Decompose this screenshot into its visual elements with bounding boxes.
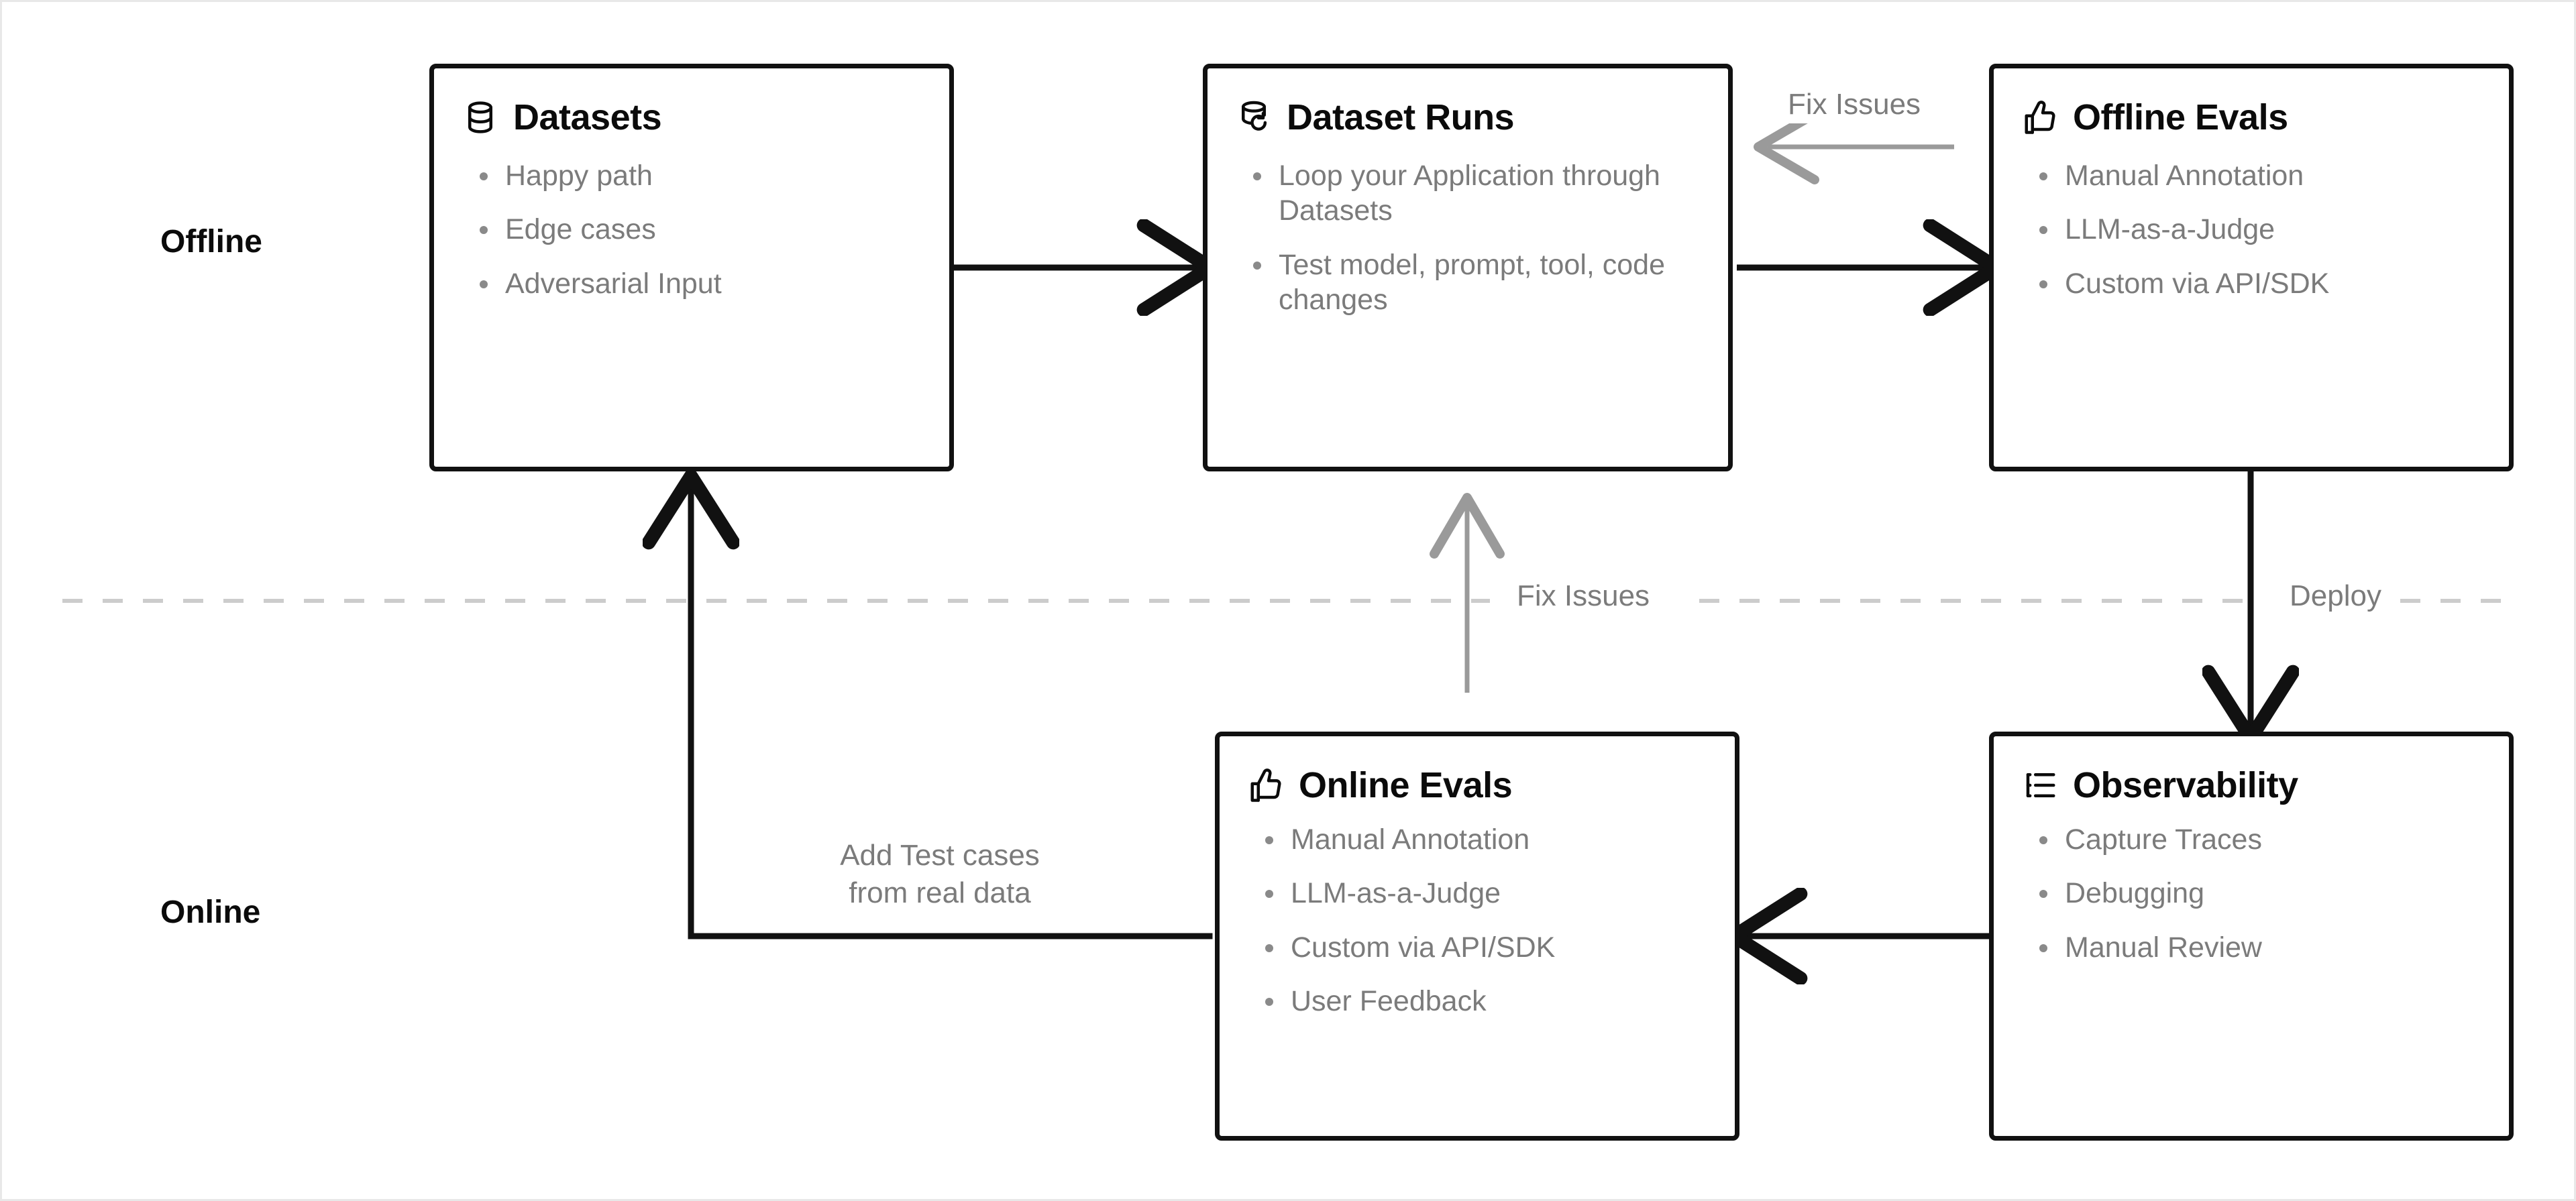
node-offline-evals[interactable]: Offline Evals Manual Annotation LLM-as-a… (1989, 64, 2514, 471)
node-datasets[interactable]: Datasets Happy path Edge cases Adversari… (429, 64, 954, 471)
node-dataset-runs-bullets: Loop your Application through Datasets T… (1208, 158, 1728, 318)
node-observability-header: Observability (1994, 736, 2509, 806)
list-item: LLM-as-a-Judge (1261, 876, 1704, 911)
list-item: Manual Annotation (1261, 822, 1704, 857)
list-item: Edge cases (476, 212, 918, 247)
node-online-evals[interactable]: Online Evals Manual Annotation LLM-as-a-… (1215, 732, 1739, 1141)
edge-label-deploy: Deploy (2277, 577, 2394, 616)
list-item: Happy path (476, 158, 918, 193)
thumbs-up-icon (1248, 767, 1284, 803)
zone-label-online: Online (160, 895, 261, 930)
node-datasets-header: Datasets (434, 68, 949, 138)
list-item: Adversarial Input (476, 266, 918, 301)
database-icon (462, 99, 498, 135)
zone-label-offline: Offline (160, 224, 262, 260)
list-item: Test model, prompt, tool, code changes (1249, 247, 1681, 318)
edge-label-fix-issues-top: Fix Issues (1776, 86, 1933, 124)
node-observability-title: Observability (2073, 765, 2298, 805)
node-online-evals-bullets: Manual Annotation LLM-as-a-Judge Custom … (1220, 822, 1735, 1019)
list-item: Custom via API/SDK (1261, 930, 1704, 965)
node-dataset-runs[interactable]: Dataset Runs Loop your Application throu… (1203, 64, 1733, 471)
node-online-evals-title: Online Evals (1299, 765, 1513, 805)
list-item: Debugging (2035, 876, 2478, 911)
node-observability-bullets: Capture Traces Debugging Manual Review (1994, 822, 2509, 965)
node-datasets-bullets: Happy path Edge cases Adversarial Input (434, 158, 949, 301)
list-item: LLM-as-a-Judge (2035, 212, 2478, 247)
edge-label-add-test-cases-line-1: Add Test cases (840, 839, 1040, 872)
list-item: Manual Review (2035, 930, 2478, 965)
node-offline-evals-title: Offline Evals (2073, 97, 2288, 137)
node-datasets-title: Datasets (513, 97, 662, 137)
list-item: User Feedback (1261, 984, 1704, 1019)
list-item: Capture Traces (2035, 822, 2478, 857)
node-offline-evals-header: Offline Evals (1994, 68, 2509, 138)
edge-label-add-test-cases: Add Test cases from real data (816, 837, 1064, 913)
list-tree-icon (2022, 767, 2058, 803)
database-refresh-icon (1236, 99, 1272, 135)
edge-label-fix-issues-middle: Fix Issues (1505, 577, 1662, 616)
node-dataset-runs-header: Dataset Runs (1208, 68, 1728, 138)
list-item: Custom via API/SDK (2035, 266, 2478, 301)
node-offline-evals-bullets: Manual Annotation LLM-as-a-Judge Custom … (1994, 158, 2509, 301)
edge-label-add-test-cases-line-2: from real data (849, 876, 1031, 910)
thumbs-up-icon (2022, 99, 2058, 135)
list-item: Loop your Application through Datasets (1249, 158, 1681, 229)
node-dataset-runs-title: Dataset Runs (1287, 97, 1515, 137)
list-item: Manual Annotation (2035, 158, 2478, 193)
node-online-evals-header: Online Evals (1220, 736, 1735, 806)
node-observability[interactable]: Observability Capture Traces Debugging M… (1989, 732, 2514, 1141)
